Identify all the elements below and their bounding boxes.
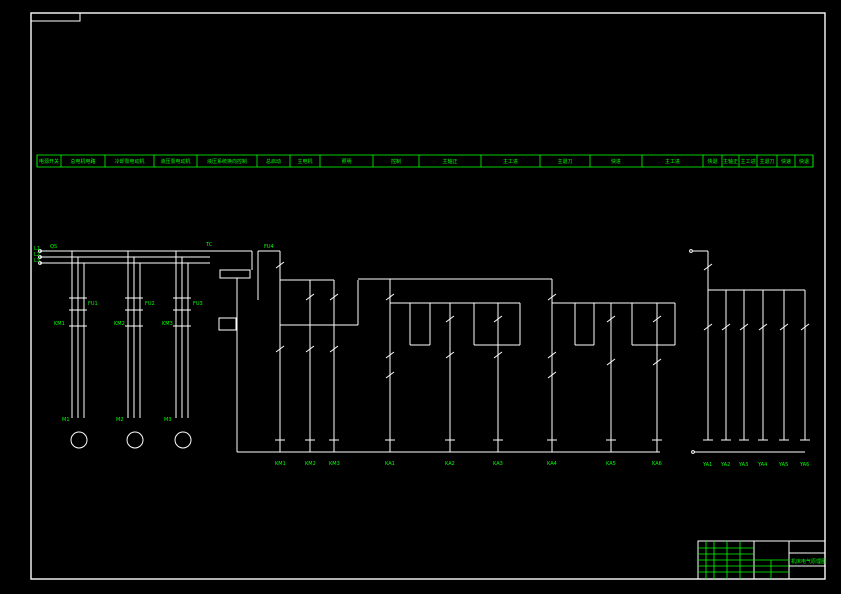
relay-label: KM3 — [162, 321, 173, 327]
coil-label: KM3 — [329, 461, 340, 467]
motor-label: M1 — [62, 417, 70, 423]
header-cell-label: 快退 — [799, 158, 809, 165]
coil-label: KA2 — [445, 461, 455, 467]
header-cell-label: 液压系统换向控制 — [207, 158, 247, 165]
header-cell-label: 总电机电路 — [70, 158, 95, 165]
header-cell-label: 快退 — [707, 158, 717, 165]
control-transformer: TC FU4 — [205, 242, 280, 452]
header-cell-label: 快速 — [781, 158, 791, 165]
title-block: 机床电气原理图 — [697, 540, 826, 580]
header-cell-label: 快进 — [611, 158, 621, 165]
control-section-3 — [547, 279, 676, 440]
motor-icon — [70, 431, 88, 449]
header-table: 电源开关 总电机电路 冷却泵电动机 液压泵电动机 液压系统换向控制 总启动 主电机 照明 控制 主… — [36, 154, 814, 168]
label-L3: L3 — [34, 258, 40, 264]
output-label: YA2 — [720, 462, 730, 468]
header-cell-label: 电源开关 — [39, 158, 59, 165]
label-FU4: FU4 — [264, 244, 274, 250]
fuse-label: FU1 — [88, 301, 98, 307]
motor-branch-2: KM2 FU2 M2 — [114, 251, 155, 449]
fuse-label: FU3 — [193, 301, 203, 307]
header-cell-label: 主轴正 — [723, 158, 738, 165]
header-cell-label: 液压泵电动机 — [160, 158, 190, 165]
fuse-label: FU2 — [145, 301, 155, 307]
coil-label: KM2 — [305, 461, 316, 467]
motor-icon — [174, 431, 192, 449]
header-cell-label: 主退刀 — [557, 158, 572, 165]
title-block-name: 机床电气原理图 — [791, 558, 826, 565]
label-TC: TC — [205, 242, 213, 248]
relay-label: KM1 — [54, 321, 65, 327]
label-QS: QS — [50, 244, 57, 250]
coil-label: KM1 — [275, 461, 286, 467]
supply-lines: L1 L2 L3 QS — [34, 244, 210, 265]
header-cell-label: 主电机 — [297, 158, 312, 165]
output-label: YA3 — [738, 462, 748, 468]
corner-tab — [30, 12, 81, 22]
relay-label: KM2 — [114, 321, 125, 327]
output-label: YA1 — [702, 462, 712, 468]
header-cell-label: 主工进 — [665, 158, 680, 165]
coil-label: KA3 — [493, 461, 503, 467]
motor-branch-1: KM1 FU1 M1 — [54, 251, 98, 449]
label-L2: L2 — [34, 252, 40, 258]
header-cell-label: 照明 — [341, 159, 351, 165]
coil-label: KA6 — [652, 461, 662, 467]
header-cell-label: 主工进 — [740, 158, 755, 165]
motor-branch-3: KM3 FU3 M3 — [162, 251, 203, 449]
header-cell-label: 冷却泵电动机 — [114, 158, 144, 165]
solenoid-section: YA1 YA2 YA3 YA4 YA5 YA6 — [689, 249, 810, 468]
control-section-2 — [358, 278, 552, 440]
outer-frame — [30, 12, 826, 580]
output-label: YA4 — [757, 462, 767, 468]
control-section-1 — [275, 251, 359, 440]
header-cell-label: 总启动 — [266, 158, 281, 165]
header-cell-label: 主工进 — [503, 158, 518, 165]
coil-label: KA1 — [385, 461, 395, 467]
coil-label: KA4 — [547, 461, 557, 467]
motor-label: M3 — [164, 417, 172, 423]
coil-row: KM1 KM2 KM3 KA1 KA2 KA3 KA4 KA5 KA6 — [237, 439, 662, 467]
header-cell-label: 主退刀 — [759, 158, 774, 165]
motor-icon — [126, 431, 144, 449]
header-cell-label: 主轴正 — [442, 158, 457, 165]
output-label: YA5 — [778, 462, 788, 468]
coil-label: KA5 — [606, 461, 616, 467]
header-cell-label: 控制 — [391, 158, 401, 165]
motor-label: M2 — [116, 417, 124, 423]
output-label: YA6 — [799, 462, 809, 468]
label-L1: L1 — [34, 246, 40, 252]
